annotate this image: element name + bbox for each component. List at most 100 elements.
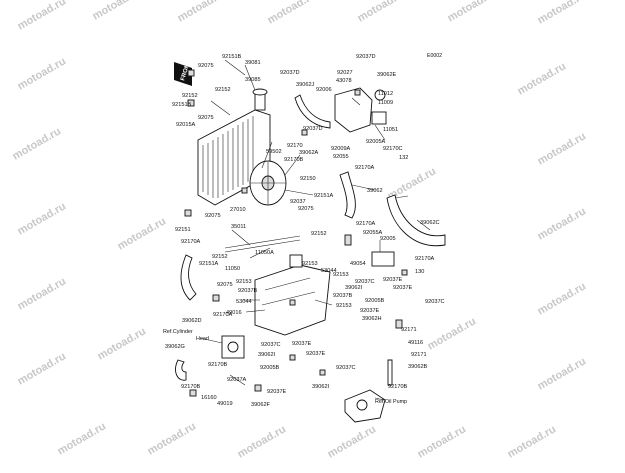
part-label: 39062I <box>345 285 363 291</box>
part-label: 43078 <box>336 78 352 84</box>
watermark: motoad.ru <box>16 200 69 237</box>
part-label: 92037A <box>227 377 247 383</box>
part-label: 92055A <box>363 230 383 236</box>
part-label: 59502 <box>266 149 282 155</box>
part-label: 92170A <box>355 165 375 171</box>
part-label: 92171 <box>411 352 427 358</box>
watermark: motoad.ru <box>266 0 319 27</box>
part-label: 92005B <box>260 365 280 371</box>
part-label: 92037B <box>238 288 258 294</box>
part-label: 92075 <box>198 115 214 121</box>
part-label: 92153 <box>336 303 352 309</box>
part-label: 92151A <box>314 193 334 199</box>
watermark: motoad.ru <box>536 130 589 167</box>
small-parts <box>184 69 408 397</box>
watermark: motoad.ru <box>536 0 589 27</box>
watermark: motoad.ru <box>16 275 69 312</box>
watermark: motoad.ru <box>11 125 64 162</box>
part-label: 39062I <box>258 352 276 358</box>
watermark: motoad.ru <box>146 420 199 457</box>
part-label: 39062B <box>408 364 428 370</box>
part-label: 92153 <box>333 272 349 278</box>
part-label: 53044 <box>321 268 337 274</box>
part-label: 92075 <box>217 282 233 288</box>
part-label: 39062D <box>182 318 202 324</box>
part-label: 92005 <box>380 236 396 242</box>
watermark: motoad.ru <box>16 55 69 92</box>
watermark: motoad.ru <box>356 0 409 25</box>
part-label: 35011 <box>231 224 246 230</box>
watermark: motoad.ru <box>536 355 589 392</box>
part-label: 92015A <box>176 122 196 128</box>
watermark: motoad.ru <box>426 315 479 352</box>
watermark: motoad.ru <box>516 60 569 97</box>
part-label: 92037E <box>383 277 403 283</box>
part-label: 92152 <box>215 87 231 93</box>
part-label: 39062J <box>296 82 315 88</box>
water-pump <box>344 389 386 423</box>
watermark: motoad.ru <box>506 423 559 460</box>
part-label: 92037B <box>333 293 353 299</box>
part-label: 92037C <box>425 299 445 305</box>
part-label: 92037D <box>356 54 376 60</box>
part-label: 49116 <box>408 340 423 346</box>
part-label: 92170C <box>383 146 403 152</box>
part-label: 92152 <box>182 93 198 99</box>
part-label: 16160 <box>201 395 217 401</box>
thermostat-housing <box>334 87 387 133</box>
part-label: 39062I <box>312 384 330 390</box>
watermark: motoad.ru <box>326 423 379 460</box>
part-label: 39085 <box>245 77 261 83</box>
watermark: motoad.ru <box>116 215 169 252</box>
part-label: 92170B <box>284 157 304 163</box>
part-label: 92152 <box>212 254 228 260</box>
part-label: 92170B <box>181 384 201 390</box>
leader-lines <box>199 59 431 401</box>
part-label: 39062F <box>251 402 271 408</box>
part-label: 92152 <box>311 231 327 237</box>
part-label: 92170A <box>181 239 201 245</box>
part-label: 92027 <box>337 70 353 76</box>
part-label: 92037E <box>360 308 380 314</box>
part-label: 39062G <box>165 344 185 350</box>
part-label: 92037C <box>336 365 356 371</box>
part-label: 132 <box>399 155 408 161</box>
part-label: 92151 <box>175 227 191 233</box>
part-label: 92170 <box>287 143 303 149</box>
cylinder-head-fitting <box>221 335 245 359</box>
ref-cylinder-head-line1: Ref.Cylinder <box>163 329 193 335</box>
part-label: 11009 <box>378 100 393 106</box>
part-label: 92037C <box>261 342 281 348</box>
cooling-fan <box>249 160 287 206</box>
part-label: 92170A <box>356 221 376 227</box>
part-label: 11050 <box>225 266 240 272</box>
part-label: 92153 <box>236 279 252 285</box>
part-label: 92037 <box>290 199 306 205</box>
part-label: 92075 <box>205 213 221 219</box>
ref-oil-pump: Ref.Oil Pump <box>375 399 407 405</box>
part-label: 49016 <box>226 310 242 316</box>
part-label: 92170B <box>208 362 228 368</box>
part-label: 39062H <box>362 316 382 322</box>
part-label: 92075 <box>298 206 314 212</box>
part-label: 92170B <box>388 384 408 390</box>
ref-cylinder-head-line2: Head <box>196 336 209 342</box>
part-label: 92037E <box>267 389 287 395</box>
part-label: 92037E <box>306 351 326 357</box>
watermark: motoad.ru <box>446 0 499 25</box>
watermark: motoad.ru <box>236 423 289 460</box>
reservoir-tank <box>254 254 331 336</box>
part-label: 27010 <box>230 207 246 213</box>
part-label: 130 <box>415 269 424 275</box>
part-label: 92005B <box>365 298 385 304</box>
part-label: 92171 <box>401 327 417 333</box>
watermark: motoad.ru <box>16 350 69 387</box>
part-label: 39081 <box>245 60 261 66</box>
part-label: 39062A <box>299 150 319 156</box>
part-label: 92037D <box>303 126 323 132</box>
part-label: 11012 <box>378 91 393 97</box>
watermark: motoad.ru <box>16 0 69 33</box>
part-label: 92005A <box>366 139 386 145</box>
part-label: 92055 <box>333 154 349 160</box>
